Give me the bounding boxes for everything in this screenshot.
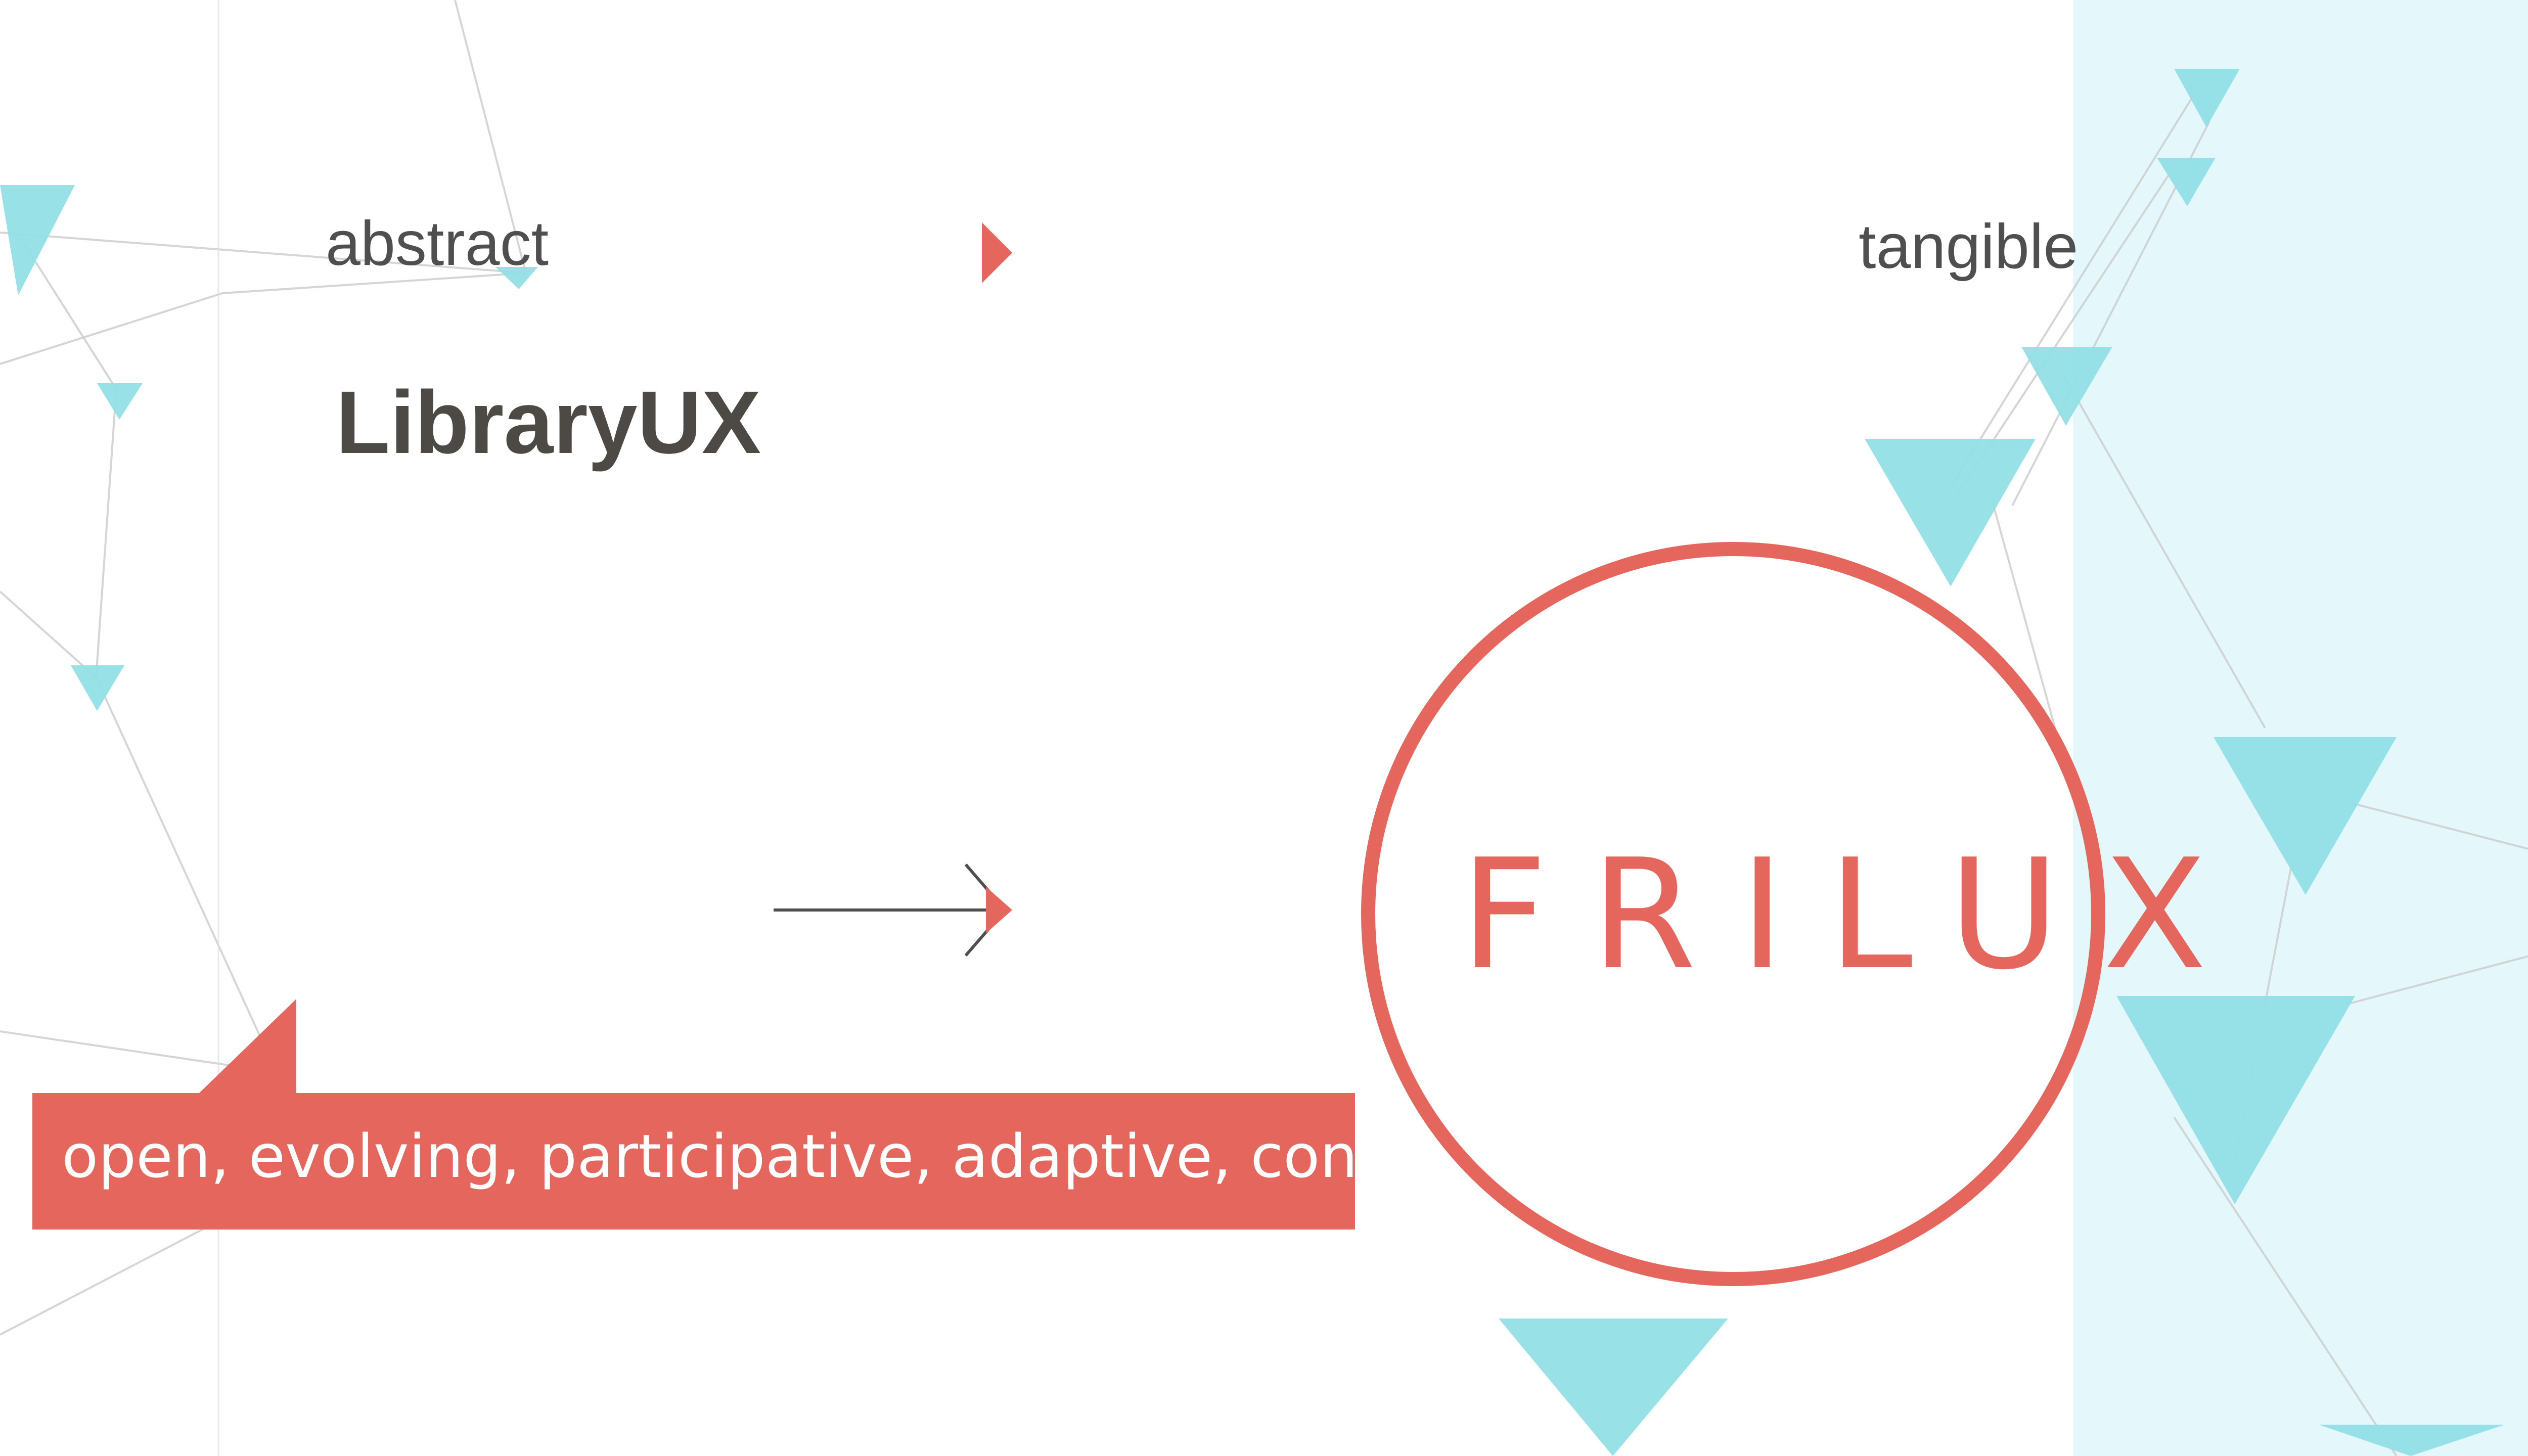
right-arrow-icon [774,863,1012,957]
slide-title: LibraryUX [336,373,761,472]
quote-callout [32,999,1355,1230]
abstract-label: abstract [326,209,549,279]
callout-text: open, evolving, participative, adaptive,… [62,1121,1566,1191]
light-cyan-side-panel [2073,0,2528,1456]
tangible-label: tangible [1859,212,2079,282]
frilux-logo-text: FRILUX [1460,827,2250,1003]
play-triangle-icon [982,222,1012,283]
